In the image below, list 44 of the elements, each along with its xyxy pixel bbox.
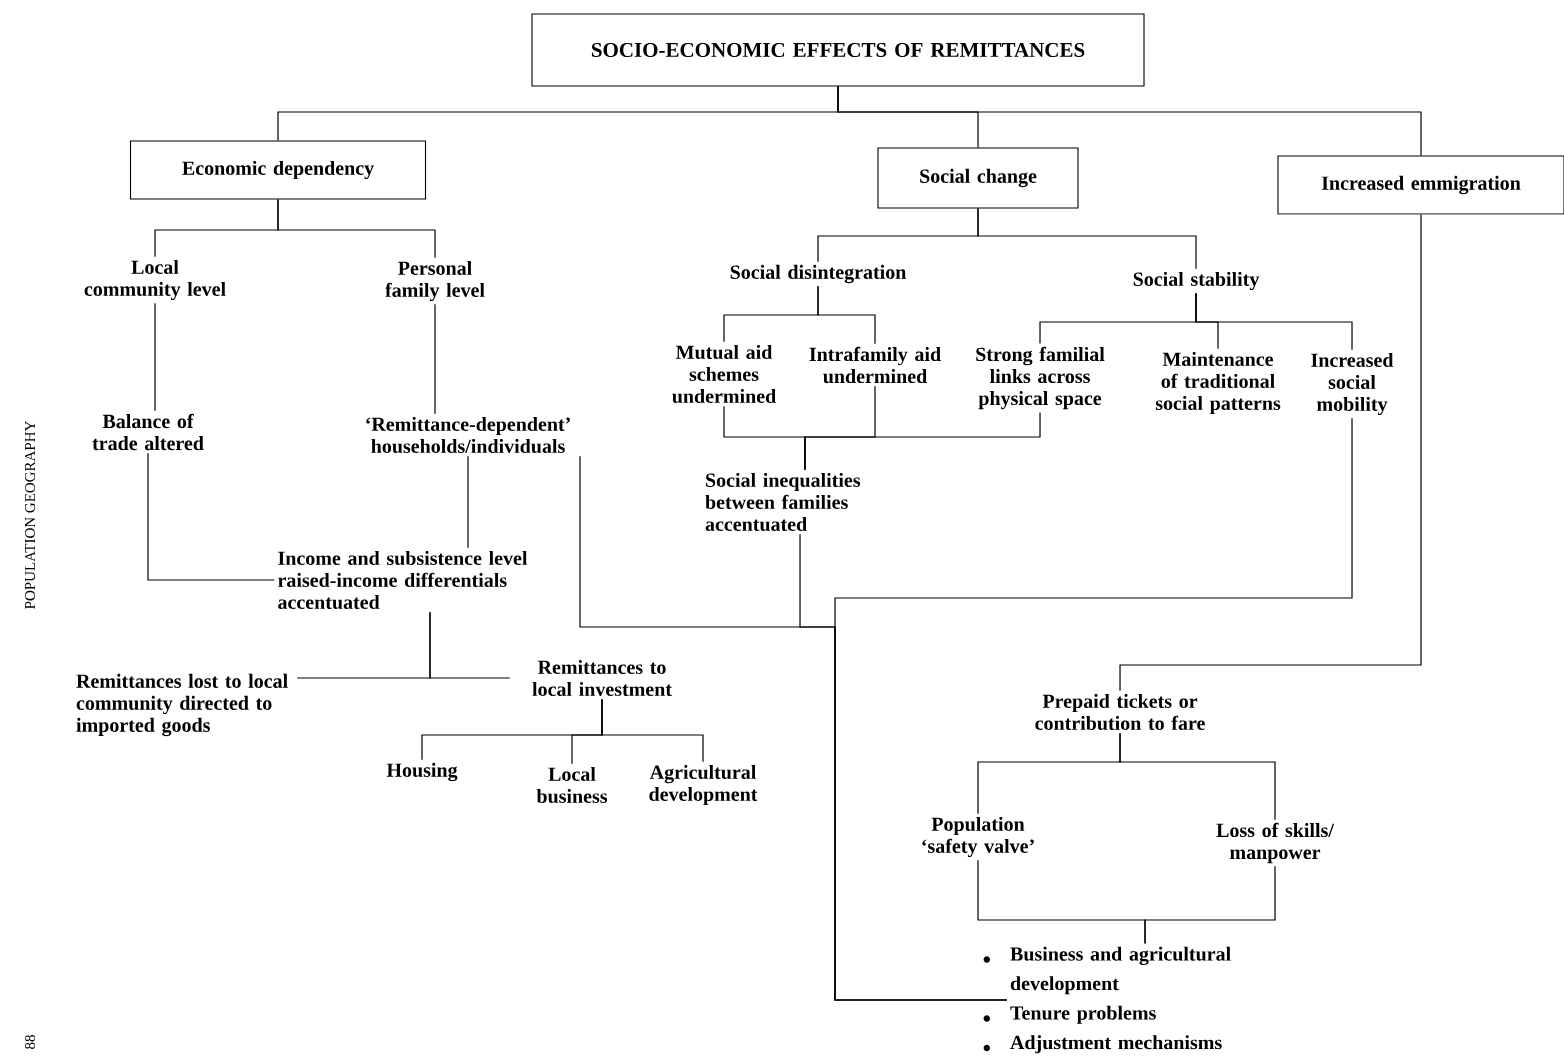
node-label: Personal family level	[385, 260, 485, 302]
heading-box: Economic dependency	[129, 140, 427, 200]
connector-line	[817, 285, 876, 345]
node-label: Remittances lost to local community directed to imported goods	[76, 673, 288, 737]
node-label: Income and subsistence level raised-income differentials accentuated	[278, 550, 528, 610]
connector-line	[977, 207, 1197, 270]
connector-line	[837, 85, 1422, 157]
node-label: Strong familial links across physical space	[976, 346, 1105, 410]
node-label: Prepaid tickets or contribution to fare	[1035, 693, 1205, 731]
connector-line	[601, 698, 704, 763]
connector-line	[147, 452, 275, 581]
heading-box: Social change	[877, 147, 1079, 209]
node-label: ‘Remittance-dependent’ households/individuals	[366, 416, 570, 454]
node-label: Balance of trade altered	[92, 413, 204, 451]
node-label: Mutual aid schemes undermined	[672, 344, 776, 404]
node-label: Social stability	[1133, 271, 1260, 291]
node-label: Agricultural development	[649, 764, 758, 806]
connector-line	[429, 611, 511, 679]
node-label: Local business	[536, 766, 608, 804]
heading-box: Increased emmigration	[1277, 155, 1564, 215]
connector-line	[277, 198, 436, 259]
connector-line	[1195, 292, 1353, 351]
connector-line	[834, 417, 1353, 1001]
node-label: Housing	[386, 762, 458, 782]
node-label: Population ‘safety valve’	[922, 816, 1034, 858]
page-label: POPULATION GEOGRAPHY	[24, 421, 36, 609]
node-label: Maintenance of traditional social patterns	[1155, 351, 1281, 415]
node-label: Social disintegration	[730, 264, 907, 284]
connector-line	[1119, 732, 1276, 821]
connector-line	[1119, 213, 1422, 692]
node-label: Intrafamily aid undermined	[809, 346, 941, 384]
node-label: Local community level	[84, 259, 226, 301]
connector-line	[804, 411, 1041, 471]
node-label: Increased social mobility	[1311, 352, 1394, 416]
connector-line	[1144, 865, 1276, 945]
bullet-list: Business and agricultural development Tenure problems Adjustment mechanisms	[1010, 946, 1231, 1054]
connector-line	[154, 302, 156, 412]
node-label: Loss of skills/ manpower	[1216, 822, 1335, 864]
node-label: Remittances to local investment	[532, 659, 672, 697]
heading-box: SOCIO-ECONOMIC EFFECTS OF REMITTANCES	[531, 13, 1145, 87]
node-label: Social inequalities between families accentuated	[705, 472, 861, 532]
page-label: 88	[24, 1035, 36, 1049]
connector-line	[434, 303, 436, 415]
connector-line	[467, 455, 469, 549]
